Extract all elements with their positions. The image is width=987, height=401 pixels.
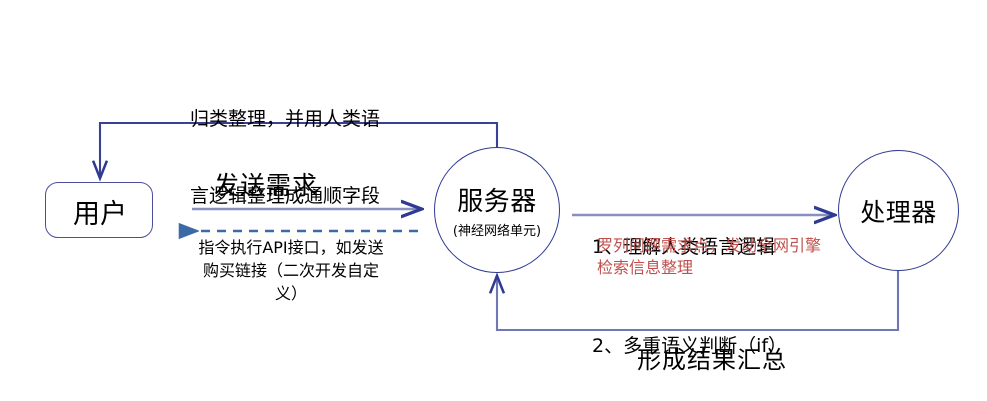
annotation-red-note: 罗列问题需求点，发动全网引擎检索信息整理 [597, 236, 822, 277]
arrow-processor-to-server [497, 271, 900, 332]
annotation-step-1: 1、理解人类语言逻辑 [592, 235, 776, 258]
node-server-sublabel: (神经网络单元) [452, 224, 542, 239]
node-processor-label: 处理器 [860, 197, 937, 227]
node-processor[interactable]: 处理器 [838, 150, 959, 271]
annotation-top-feedback: 归类整理，并用人类语 言逻辑整理成通顺字段 [190, 56, 380, 261]
arrow-server-feedback-to-user [100, 121, 499, 177]
annotation-step-list: 1、理解人类语言逻辑 2、多重语义判断（if） [592, 164, 787, 401]
node-processor-content: 处理器 [839, 151, 958, 270]
annotation-step-2: 2、多重语义判断（if） [592, 335, 788, 358]
annotation-top-feedback-line2: 言逻辑整理成通顺字段 [190, 185, 381, 208]
annotation-top-feedback-line1: 归类整理，并用人类语 [190, 108, 381, 131]
node-server[interactable]: 服务器 (神经网络单元) [434, 147, 560, 273]
node-user-label: 用户 [73, 198, 127, 230]
annotation-send-request: 发送需求 [214, 171, 319, 200]
annotation-bottom-summary: 形成结果汇总 [637, 346, 787, 374]
node-server-content: 服务器 (神经网络单元) [435, 148, 559, 272]
node-server-label: 服务器 [457, 187, 537, 217]
annotation-api-note: 指令执行API接口，如发送购买链接（二次开发自定义） [198, 238, 384, 304]
node-user[interactable]: 用户 [45, 182, 153, 238]
